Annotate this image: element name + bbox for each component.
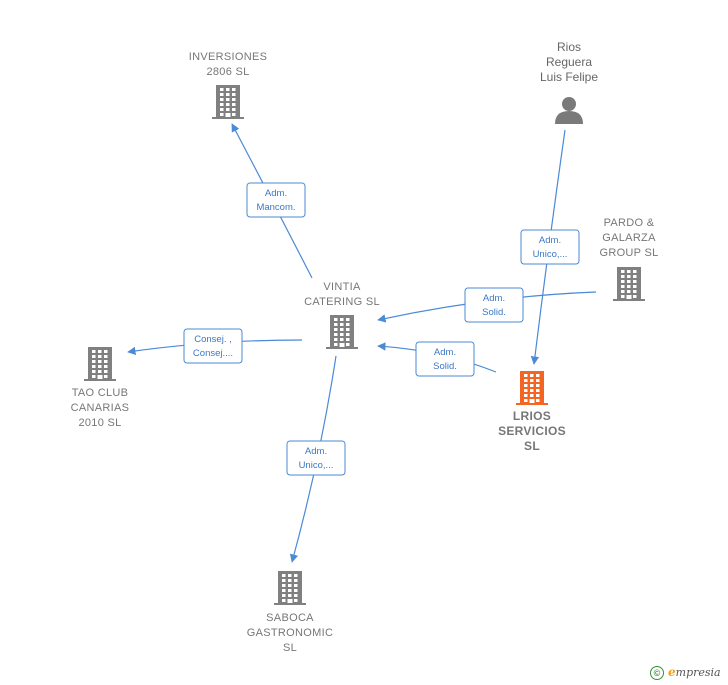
building-icon[interactable] (212, 85, 244, 119)
node-label-tao: TAO CLUB (72, 387, 129, 399)
edge-label-text: Adm. (483, 293, 505, 304)
edge-label-vintia-saboca[interactable]: Adm. Unico,... (286, 440, 346, 476)
edge-label-text: Adm. (265, 188, 287, 199)
edge-label-pardo-vintia[interactable]: Adm. Solid. (464, 287, 524, 323)
edge-label-text: Adm. (305, 446, 327, 457)
node-label-lrios: SL (524, 439, 540, 453)
node-label-inversiones: INVERSIONES (189, 51, 268, 63)
edge-label-box[interactable] (286, 440, 346, 476)
building-icon[interactable] (326, 315, 358, 349)
edge-label-text: Adm. (434, 347, 456, 358)
node-label-inversiones: 2806 SL (206, 66, 249, 78)
edge-label-text: Solid. (482, 307, 506, 318)
edge-label-box[interactable] (246, 182, 306, 218)
node-label-vintia: VINTIA (323, 281, 361, 293)
edge-label-text: Solid. (433, 361, 457, 372)
node-label-pardo: GROUP SL (599, 247, 658, 259)
edge-label-text: Unico,... (299, 460, 334, 471)
building-icon[interactable] (274, 571, 306, 605)
edge-label-box[interactable] (415, 341, 475, 377)
edge-label-text: Adm. (539, 235, 561, 246)
edge-label-box[interactable] (183, 328, 243, 364)
edge-label-lrios-vintia[interactable]: Adm. Solid. (415, 341, 475, 377)
edge-label-box[interactable] (464, 287, 524, 323)
node-label-pardo: PARDO & (604, 217, 655, 229)
edge-label-text: Consej. , (194, 334, 232, 345)
edge-label-box[interactable] (520, 229, 580, 265)
node-label-pardo: GALARZA (602, 232, 656, 244)
node-label-rios: Reguera (546, 55, 592, 69)
node-pardo[interactable]: PARDO & GALARZA GROUP SL (599, 217, 658, 301)
node-label-vintia: CATERING SL (304, 296, 380, 308)
edge-label-text: Unico,... (533, 249, 568, 260)
node-label-rios: Luis Felipe (540, 70, 598, 84)
edge-labels-layer: Adm. Mancom. Adm. Unico,... Adm. Solid. Adm. So… (183, 182, 580, 476)
empresia-logo-text: mpresia (675, 666, 721, 679)
node-label-tao: CANARIAS (71, 402, 130, 414)
edge-label-text: Mancom. (256, 202, 295, 213)
empresia-footer[interactable]: © empresia (650, 665, 721, 680)
node-label-saboca: GASTRONOMIC (247, 627, 333, 639)
node-tao[interactable]: TAO CLUB CANARIAS 2010 SL (71, 347, 130, 429)
building-icon[interactable] (613, 267, 645, 301)
focus-building-icon[interactable] (516, 371, 548, 405)
node-label-lrios: SERVICIOS (498, 424, 566, 438)
node-label-lrios: LRIOS (513, 409, 551, 423)
node-vintia[interactable]: VINTIA CATERING SL (304, 281, 380, 349)
node-saboca[interactable]: SABOCA GASTRONOMIC SL (247, 571, 333, 654)
node-label-saboca: SABOCA (266, 612, 314, 624)
edge-label-vintia-inversiones[interactable]: Adm. Mancom. (246, 182, 306, 218)
copyright-icon: © (650, 665, 664, 680)
person-icon[interactable] (555, 97, 583, 124)
node-inversiones[interactable]: INVERSIONES 2806 SL (189, 51, 268, 119)
empresia-logo-initial: e (668, 665, 676, 679)
edge-label-text: Consej.... (193, 348, 233, 359)
building-icon[interactable] (84, 347, 116, 381)
node-label-tao: 2010 SL (78, 417, 121, 429)
node-label-saboca: SL (283, 642, 297, 654)
node-label-rios: Rios (557, 40, 581, 54)
edge-label-vintia-tao[interactable]: Consej. , Consej.... (183, 328, 243, 364)
edge-label-rios-lrios[interactable]: Adm. Unico,... (520, 229, 580, 265)
